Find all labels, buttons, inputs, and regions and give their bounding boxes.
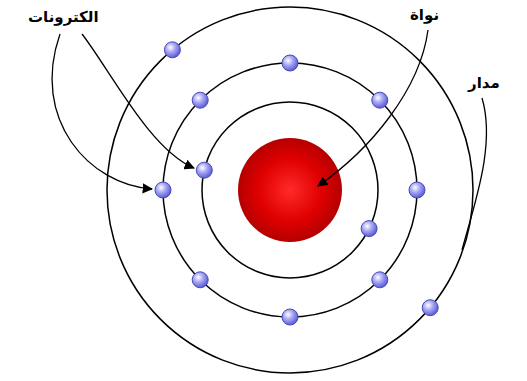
middle-orbit [163,63,417,317]
electron [192,92,208,108]
electron [372,92,388,108]
electron [164,42,180,58]
leader-line [52,34,152,189]
electron [409,182,425,198]
leader-line [82,34,194,168]
electron [372,272,388,288]
leader-line [462,98,487,250]
leader-line [318,30,428,186]
inner-orbit [202,102,378,278]
orbit-rings [107,7,473,373]
electron [196,162,212,178]
outer-orbit [107,7,473,373]
leader-lines [52,30,486,250]
electron [155,182,171,198]
nucleus-label: نواة [408,6,441,24]
electron [192,272,208,288]
nucleus [238,138,342,242]
electron [282,55,298,71]
orbit-label: مدار [466,74,502,92]
electron [282,309,298,325]
electron [361,221,377,237]
electrons-label: الكترونات [26,8,101,26]
electron [422,300,438,316]
electrons [155,42,438,325]
